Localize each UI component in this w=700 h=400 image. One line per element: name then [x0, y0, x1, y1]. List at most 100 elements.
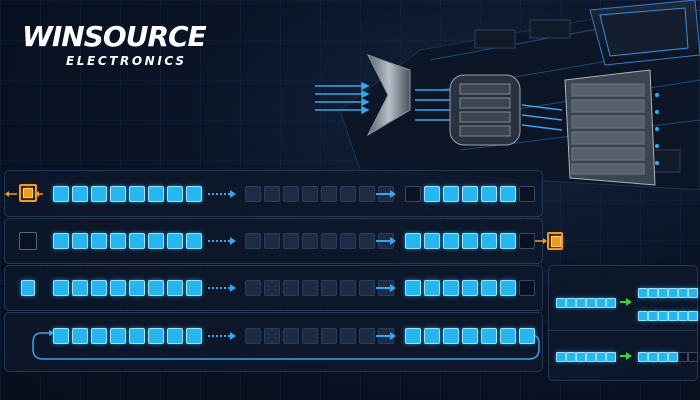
side-cell: [576, 298, 586, 308]
side-cell: [596, 352, 606, 362]
side-cell: [668, 311, 678, 321]
register-cell: [167, 233, 183, 249]
register-cell: [186, 328, 202, 344]
register-cell: [264, 280, 280, 296]
register-cell: [283, 186, 299, 202]
register-cell: [321, 233, 337, 249]
register-cell: [378, 280, 394, 296]
hollow-bit: [19, 232, 37, 250]
register-cell: [283, 280, 299, 296]
register-cell: [186, 233, 202, 249]
register-cell: [462, 186, 478, 202]
register-cell: [424, 186, 440, 202]
register-cell: [500, 186, 516, 202]
register-cell: [148, 328, 164, 344]
side-cell: [586, 298, 596, 308]
register-cell: [481, 186, 497, 202]
register-cell: [264, 328, 280, 344]
register-cell: [340, 186, 356, 202]
brand-logo: WINSOURCE ELECTRONICS: [22, 20, 207, 69]
side-cell: [556, 352, 566, 362]
register-cell: [500, 233, 516, 249]
register-cell: [245, 186, 261, 202]
side-cell: [658, 311, 668, 321]
register-cell: [129, 186, 145, 202]
register-cell: [72, 186, 88, 202]
side-cell: [688, 311, 698, 321]
register-cell: [443, 233, 459, 249]
register-cell: [462, 328, 478, 344]
register-cell: [443, 186, 459, 202]
register-cell: [53, 280, 69, 296]
register-cell: [462, 233, 478, 249]
register-cell: [481, 280, 497, 296]
register-cell: [264, 233, 280, 249]
register-cell: [110, 186, 126, 202]
register-cell: [424, 328, 440, 344]
side-cell: [648, 288, 658, 298]
side-cell: [566, 298, 576, 308]
register-cell: [359, 233, 375, 249]
register-cell: [148, 186, 164, 202]
register-cell: [264, 186, 280, 202]
register-cell: [462, 280, 478, 296]
register-cell: [245, 328, 261, 344]
register-cell: [359, 328, 375, 344]
side-cell: [638, 352, 648, 362]
register-cell: [245, 280, 261, 296]
brand-name: WINSOURCE: [22, 20, 207, 53]
side-cell: [648, 311, 658, 321]
blue-bit: [21, 280, 35, 296]
register-cell: [519, 186, 535, 202]
register-cell: [405, 186, 421, 202]
register-cell: [519, 328, 535, 344]
side-cell: [606, 298, 616, 308]
register-cell: [129, 233, 145, 249]
register-cell: [110, 280, 126, 296]
side-cell: [688, 352, 698, 362]
register-cell: [245, 233, 261, 249]
side-cell: [648, 352, 658, 362]
register-cell: [91, 328, 107, 344]
register-cell: [167, 186, 183, 202]
register-cell: [167, 328, 183, 344]
register-cell: [302, 186, 318, 202]
register-cell: [302, 328, 318, 344]
side-cell: [688, 288, 698, 298]
register-cell: [148, 233, 164, 249]
orange-bit: [547, 232, 563, 250]
register-cell: [519, 280, 535, 296]
side-cell: [556, 298, 566, 308]
register-cell: [110, 328, 126, 344]
register-cell: [53, 233, 69, 249]
register-cell: [91, 186, 107, 202]
side-cell: [596, 298, 606, 308]
register-cell: [481, 328, 497, 344]
register-cell: [378, 328, 394, 344]
register-cell: [519, 233, 535, 249]
side-cell: [576, 352, 586, 362]
side-cell: [638, 311, 648, 321]
register-cell: [378, 233, 394, 249]
register-cell: [53, 328, 69, 344]
side-cell: [658, 352, 668, 362]
register-cell: [283, 328, 299, 344]
register-cell: [405, 328, 421, 344]
side-cell: [638, 288, 648, 298]
register-cell: [378, 186, 394, 202]
side-cell: [668, 288, 678, 298]
register-cell: [443, 328, 459, 344]
register-cell: [302, 280, 318, 296]
register-cell: [91, 280, 107, 296]
register-cell: [53, 186, 69, 202]
side-cell: [678, 311, 688, 321]
register-cell: [405, 233, 421, 249]
side-cell: [668, 352, 678, 362]
register-cell: [405, 280, 421, 296]
side-cell: [566, 352, 576, 362]
register-cell: [321, 186, 337, 202]
register-cell: [72, 328, 88, 344]
side-cell: [678, 352, 688, 362]
register-cell: [359, 280, 375, 296]
register-cell: [500, 280, 516, 296]
